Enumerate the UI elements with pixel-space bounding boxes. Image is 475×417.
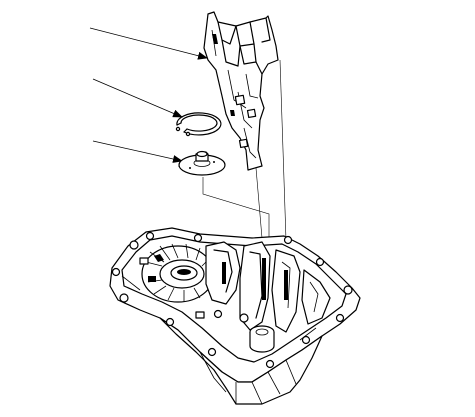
case-ribs xyxy=(205,241,331,333)
assembly-guide-lines xyxy=(202,59,287,243)
callout-leaders xyxy=(89,27,208,163)
snap-ring xyxy=(175,112,222,137)
case-details xyxy=(121,257,317,341)
oil-guide-plate xyxy=(203,11,279,171)
callout-leader-1 xyxy=(89,27,208,60)
callout-leader-3 xyxy=(92,140,183,163)
flange-bolt-holes xyxy=(111,231,353,369)
transmission-case xyxy=(109,227,361,405)
callout-leader-2 xyxy=(92,78,183,118)
oil-guide-washer xyxy=(178,150,226,176)
shaft-boss xyxy=(213,309,275,353)
